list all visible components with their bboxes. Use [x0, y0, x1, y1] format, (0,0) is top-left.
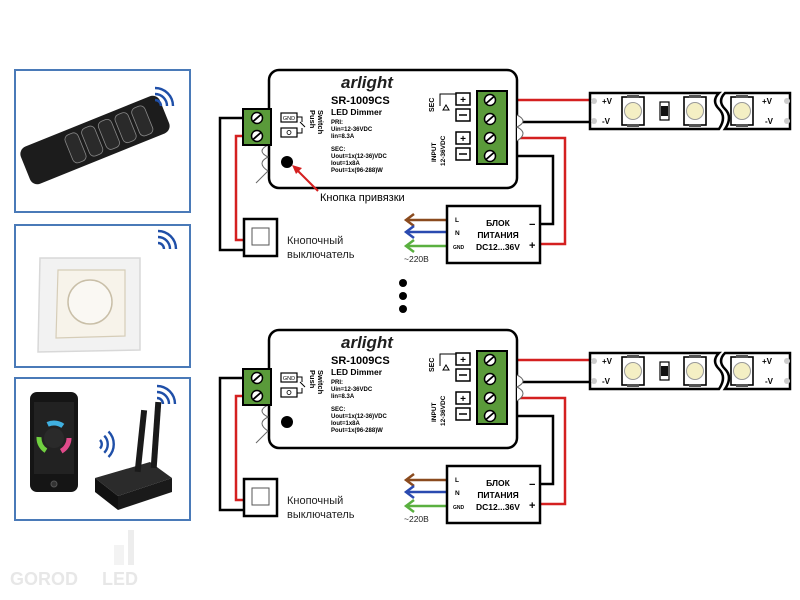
led-strip: +V -V +V -V — [588, 91, 792, 131]
mains-label: ~220B — [404, 254, 429, 264]
strip-plus-label: +V — [602, 97, 613, 106]
psu-n: N — [455, 230, 460, 237]
sec-title: SEC: — [331, 147, 345, 153]
device-frame-remote — [14, 69, 191, 213]
push-button-label-2: выключатель — [287, 249, 355, 261]
watermark-text: GOROD — [10, 569, 78, 589]
type-label: LED Dimmer — [331, 367, 383, 377]
strip-minus-label: -V — [602, 117, 611, 126]
psu-gnd: GND — [453, 245, 465, 251]
pri-title: PRI: — [331, 380, 343, 386]
device-frame-wall-panel — [14, 224, 191, 368]
psu-minus: − — [529, 479, 535, 491]
input-label: INPUT — [431, 402, 438, 422]
push-button-label-1: Кнопочный — [287, 495, 343, 507]
pri-uin: Uin=12-36VDC — [331, 127, 373, 133]
input-plus: + — [460, 134, 466, 145]
pri-iin: Iin=8.3A — [331, 134, 355, 140]
push-button-label-2: выключатель — [287, 509, 355, 521]
brand-logo: arlight — [341, 73, 394, 92]
model-label: SR-1009CS — [331, 355, 390, 367]
sec-label: SEC — [429, 98, 436, 112]
strip-plus-label-end: +V — [762, 97, 773, 106]
model-label: SR-1009CS — [331, 95, 390, 107]
pri-uin: Uin=12-36VDC — [331, 387, 373, 393]
psu-line1: БЛОК — [486, 478, 510, 488]
watermark-logo: GOROD LED — [10, 530, 138, 589]
bind-button[interactable] — [281, 416, 293, 428]
psu-line3: DC12...36V — [476, 502, 520, 512]
mains-label: ~220B — [404, 514, 429, 524]
psu-plus: + — [529, 500, 535, 512]
sec-pout: Pout=1x(96-288)W — [331, 428, 383, 434]
input-voltage-label: 12-36VDC — [440, 135, 447, 166]
switch-label: Switch — [316, 370, 325, 395]
gnd-label: GND — [283, 376, 295, 382]
strip-minus-label-end: -V — [765, 377, 774, 386]
strip-minus-label: -V — [602, 377, 611, 386]
input-voltage-label: 12-36VDC — [440, 395, 447, 426]
psu-gnd: GND — [453, 505, 465, 511]
power-supply — [445, 204, 542, 265]
type-label: LED Dimmer — [331, 107, 383, 117]
psu-l: L — [455, 477, 459, 484]
wifi-converter-image — [95, 401, 172, 510]
psu-line1: БЛОК — [486, 218, 510, 228]
sec-pout: Pout=1x(96-288)W — [331, 168, 383, 174]
brand-logo: arlight — [341, 333, 394, 352]
sec-plus: + — [460, 355, 466, 366]
push-label: Push — [308, 110, 317, 129]
wall-panel-image — [37, 257, 141, 353]
sec-iout: Iout=1x8A — [331, 161, 361, 167]
psu-minus: − — [529, 219, 535, 231]
psu-line3: DC12...36V — [476, 242, 520, 252]
sec-plus: + — [460, 95, 466, 106]
push-label: Push — [308, 370, 317, 389]
power-supply — [445, 464, 542, 525]
pri-title: PRI: — [331, 120, 343, 126]
psu-n: N — [455, 490, 460, 497]
sec-uout: Uout=1x(12-36)VDC — [331, 414, 388, 420]
switch-label: Switch — [316, 110, 325, 135]
psu-line2: ПИТАНИЯ — [477, 490, 518, 500]
led-strip: +V -V +V -V — [588, 351, 792, 391]
sec-title: SEC: — [331, 407, 345, 413]
bind-button-label: Кнопка привязки — [320, 192, 405, 204]
strip-plus-label: +V — [602, 357, 613, 366]
input-label: INPUT — [431, 142, 438, 162]
remote-control-image — [20, 95, 170, 185]
watermark-suffix: LED — [102, 569, 138, 589]
gnd-label: GND — [283, 116, 295, 122]
sec-iout: Iout=1x8A — [331, 421, 361, 427]
continuation-dots — [399, 279, 407, 313]
smartphone-image — [30, 392, 78, 492]
psu-line2: ПИТАНИЯ — [477, 230, 518, 240]
sec-label: SEC — [429, 358, 436, 372]
strip-plus-label-end: +V — [762, 357, 773, 366]
dimmer-unit-2: GND Push Switch arlight SR-1009CS LED Di… — [218, 328, 792, 525]
pri-iin: Iin=8.3A — [331, 394, 355, 400]
psu-plus: + — [529, 240, 535, 252]
input-plus: + — [460, 394, 466, 405]
dimmer-unit-1: GND Push Switch arlight SR-1009CS LED Di… — [218, 68, 792, 265]
sec-uout: Uout=1x(12-36)VDC — [331, 154, 388, 160]
device-frame-smartphone — [14, 377, 191, 521]
bind-button[interactable] — [281, 156, 293, 168]
push-button-label-1: Кнопочный — [287, 235, 343, 247]
strip-minus-label-end: -V — [765, 117, 774, 126]
psu-l: L — [455, 217, 459, 224]
